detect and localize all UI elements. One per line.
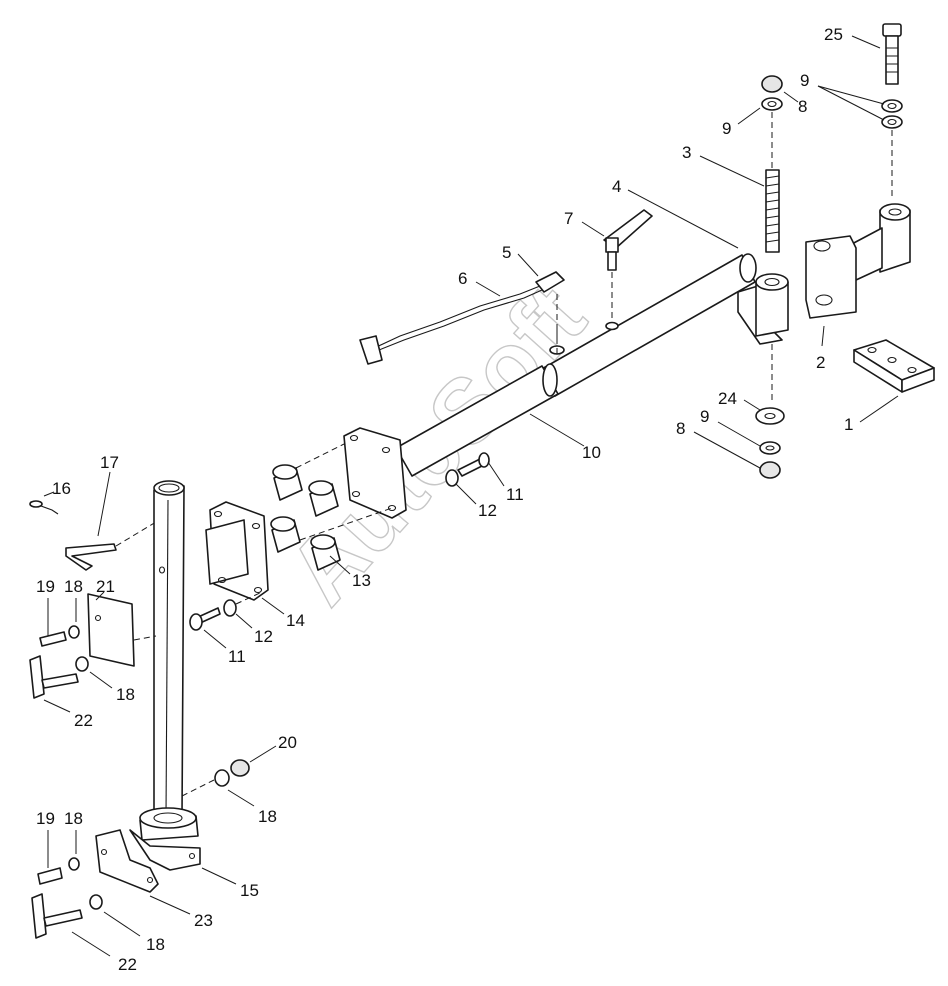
callout-18-mid: 18 — [258, 807, 277, 826]
callout-11-left: 11 — [228, 647, 246, 666]
callout-18-bottom: 18 — [64, 809, 83, 828]
part-13-rubber-blocks — [270, 443, 393, 571]
callout-19-top: 19 — [36, 577, 55, 596]
part-19-18-bolts-bottom — [37, 857, 103, 910]
part-20-18-nut-washer — [181, 759, 250, 797]
callout-11-right: 11 — [506, 485, 524, 504]
part-9-washers-right — [881, 99, 903, 200]
part-16-pin — [29, 500, 59, 515]
part-3-threaded-rod — [765, 169, 780, 253]
leader-lines — [43, 35, 899, 957]
callout-9-bottom: 9 — [700, 407, 709, 426]
callout-2: 2 — [816, 353, 825, 372]
callout-1: 1 — [844, 415, 853, 434]
callout-6: 6 — [458, 269, 467, 288]
part-7-handle — [603, 209, 653, 322]
callout-24: 24 — [718, 389, 737, 408]
part-5-clip-part-6-chain — [359, 271, 565, 365]
part-11-12-bolt-right — [445, 452, 490, 487]
part-25-bolt — [882, 23, 902, 85]
callout-18-top: 18 — [64, 577, 83, 596]
part-8-nut-top — [761, 75, 783, 168]
part-22-lever-bottom — [31, 893, 83, 939]
callout-18-low: 18 — [146, 935, 165, 954]
part-14-plate — [205, 501, 269, 601]
part-11-12-bolt-left — [189, 591, 263, 631]
part-2-bracket — [805, 203, 911, 319]
callout-13: 13 — [352, 571, 371, 590]
part-10-tube — [343, 330, 565, 519]
callout-14: 14 — [286, 611, 305, 630]
callout-9-top-right: 9 — [800, 71, 809, 90]
callout-16: 16 — [52, 479, 71, 498]
callout-3: 3 — [682, 143, 691, 162]
part-19-18-bolts-left — [39, 625, 89, 672]
callouts: 25 9 8 9 3 4 7 5 6 2 1 24 9 8 10 11 12 1… — [36, 25, 853, 974]
callout-12-left: 12 — [254, 627, 273, 646]
callout-12-right: 12 — [478, 501, 497, 520]
callout-4: 4 — [612, 177, 621, 196]
callout-19-bottom: 19 — [36, 809, 55, 828]
part-21-clamp-plate — [87, 593, 157, 667]
callout-17: 17 — [100, 453, 119, 472]
part-22-lever-top — [29, 655, 79, 699]
callout-20: 20 — [278, 733, 297, 752]
part-15-clamp — [95, 829, 201, 893]
callout-21: 21 — [96, 577, 115, 596]
callout-22-bottom: 22 — [118, 955, 137, 974]
callout-5: 5 — [502, 243, 511, 262]
callout-8-top: 8 — [798, 97, 807, 116]
callout-15: 15 — [240, 881, 259, 900]
callout-25: 25 — [824, 25, 843, 44]
part-24-9-8-stack — [755, 407, 785, 479]
callout-22-top: 22 — [74, 711, 93, 730]
part-1-plate — [853, 339, 935, 393]
callout-7: 7 — [564, 209, 573, 228]
callout-8-bottom: 8 — [676, 419, 685, 438]
callout-9-top: 9 — [722, 119, 731, 138]
callout-18-lever: 18 — [116, 685, 135, 704]
callout-10: 10 — [582, 443, 601, 462]
upright-post — [139, 480, 199, 841]
part-17-hex-key — [65, 521, 157, 571]
callout-23: 23 — [194, 911, 213, 930]
